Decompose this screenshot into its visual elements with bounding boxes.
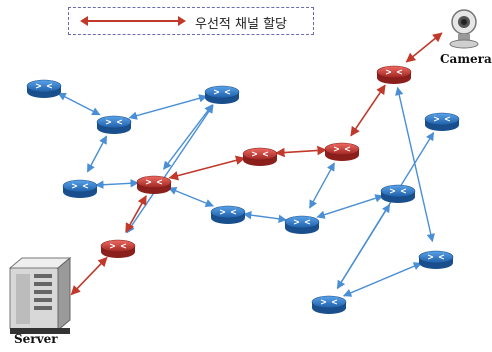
priority-router-icon — [100, 239, 136, 258]
normal-router-icon — [204, 85, 240, 104]
normal-router-icon — [96, 115, 132, 134]
priority-link-n9-camera — [405, 32, 443, 63]
normal-link-n13-n15 — [342, 262, 423, 297]
normal-link-n11-n8 — [309, 162, 335, 209]
priority-link-n8-n9 — [350, 84, 386, 137]
normal-link-n3-n5 — [95, 179, 139, 189]
normal-link-n4-n5 — [163, 104, 213, 170]
priority-link-n7-n8 — [275, 145, 327, 158]
priority-link-n5-n7 — [168, 155, 246, 181]
normal-link-n9-n15 — [395, 86, 435, 243]
normal-router-icon — [380, 184, 416, 203]
priority-link-n6-n5 — [125, 195, 147, 233]
normal-link-n11-n12 — [316, 194, 384, 219]
normal-router-icon — [418, 250, 454, 269]
server-icon — [8, 256, 72, 334]
links-layer — [57, 32, 443, 297]
legend: 우선적 채널 할당 — [68, 7, 314, 35]
normal-router-icon — [424, 112, 460, 131]
priority-router-icon — [242, 147, 278, 166]
priority-link-legend-line — [80, 16, 186, 26]
normal-link-n10-n11 — [243, 210, 287, 224]
camera-icon — [449, 9, 479, 49]
camera-label: Camera — [440, 52, 492, 66]
normal-router-icon — [210, 205, 246, 224]
priority-router-icon — [376, 65, 412, 84]
priority-router-icon — [324, 142, 360, 161]
legend-label: 우선적 채널 할당 — [195, 17, 287, 32]
normal-link-n2-n3 — [86, 135, 108, 173]
nodes-layer — [26, 65, 460, 314]
normal-link-n5-n10 — [168, 186, 214, 208]
normal-router-icon — [284, 215, 320, 234]
normal-router-icon — [26, 79, 62, 98]
priority-link-server-n6 — [70, 256, 108, 296]
normal-router-icon — [62, 179, 98, 198]
server-label: Server — [14, 332, 58, 346]
normal-router-icon — [311, 295, 347, 314]
normal-link-n2-n4 — [128, 94, 208, 120]
priority-router-icon — [136, 175, 172, 194]
normal-link-n1-n2 — [57, 92, 101, 116]
